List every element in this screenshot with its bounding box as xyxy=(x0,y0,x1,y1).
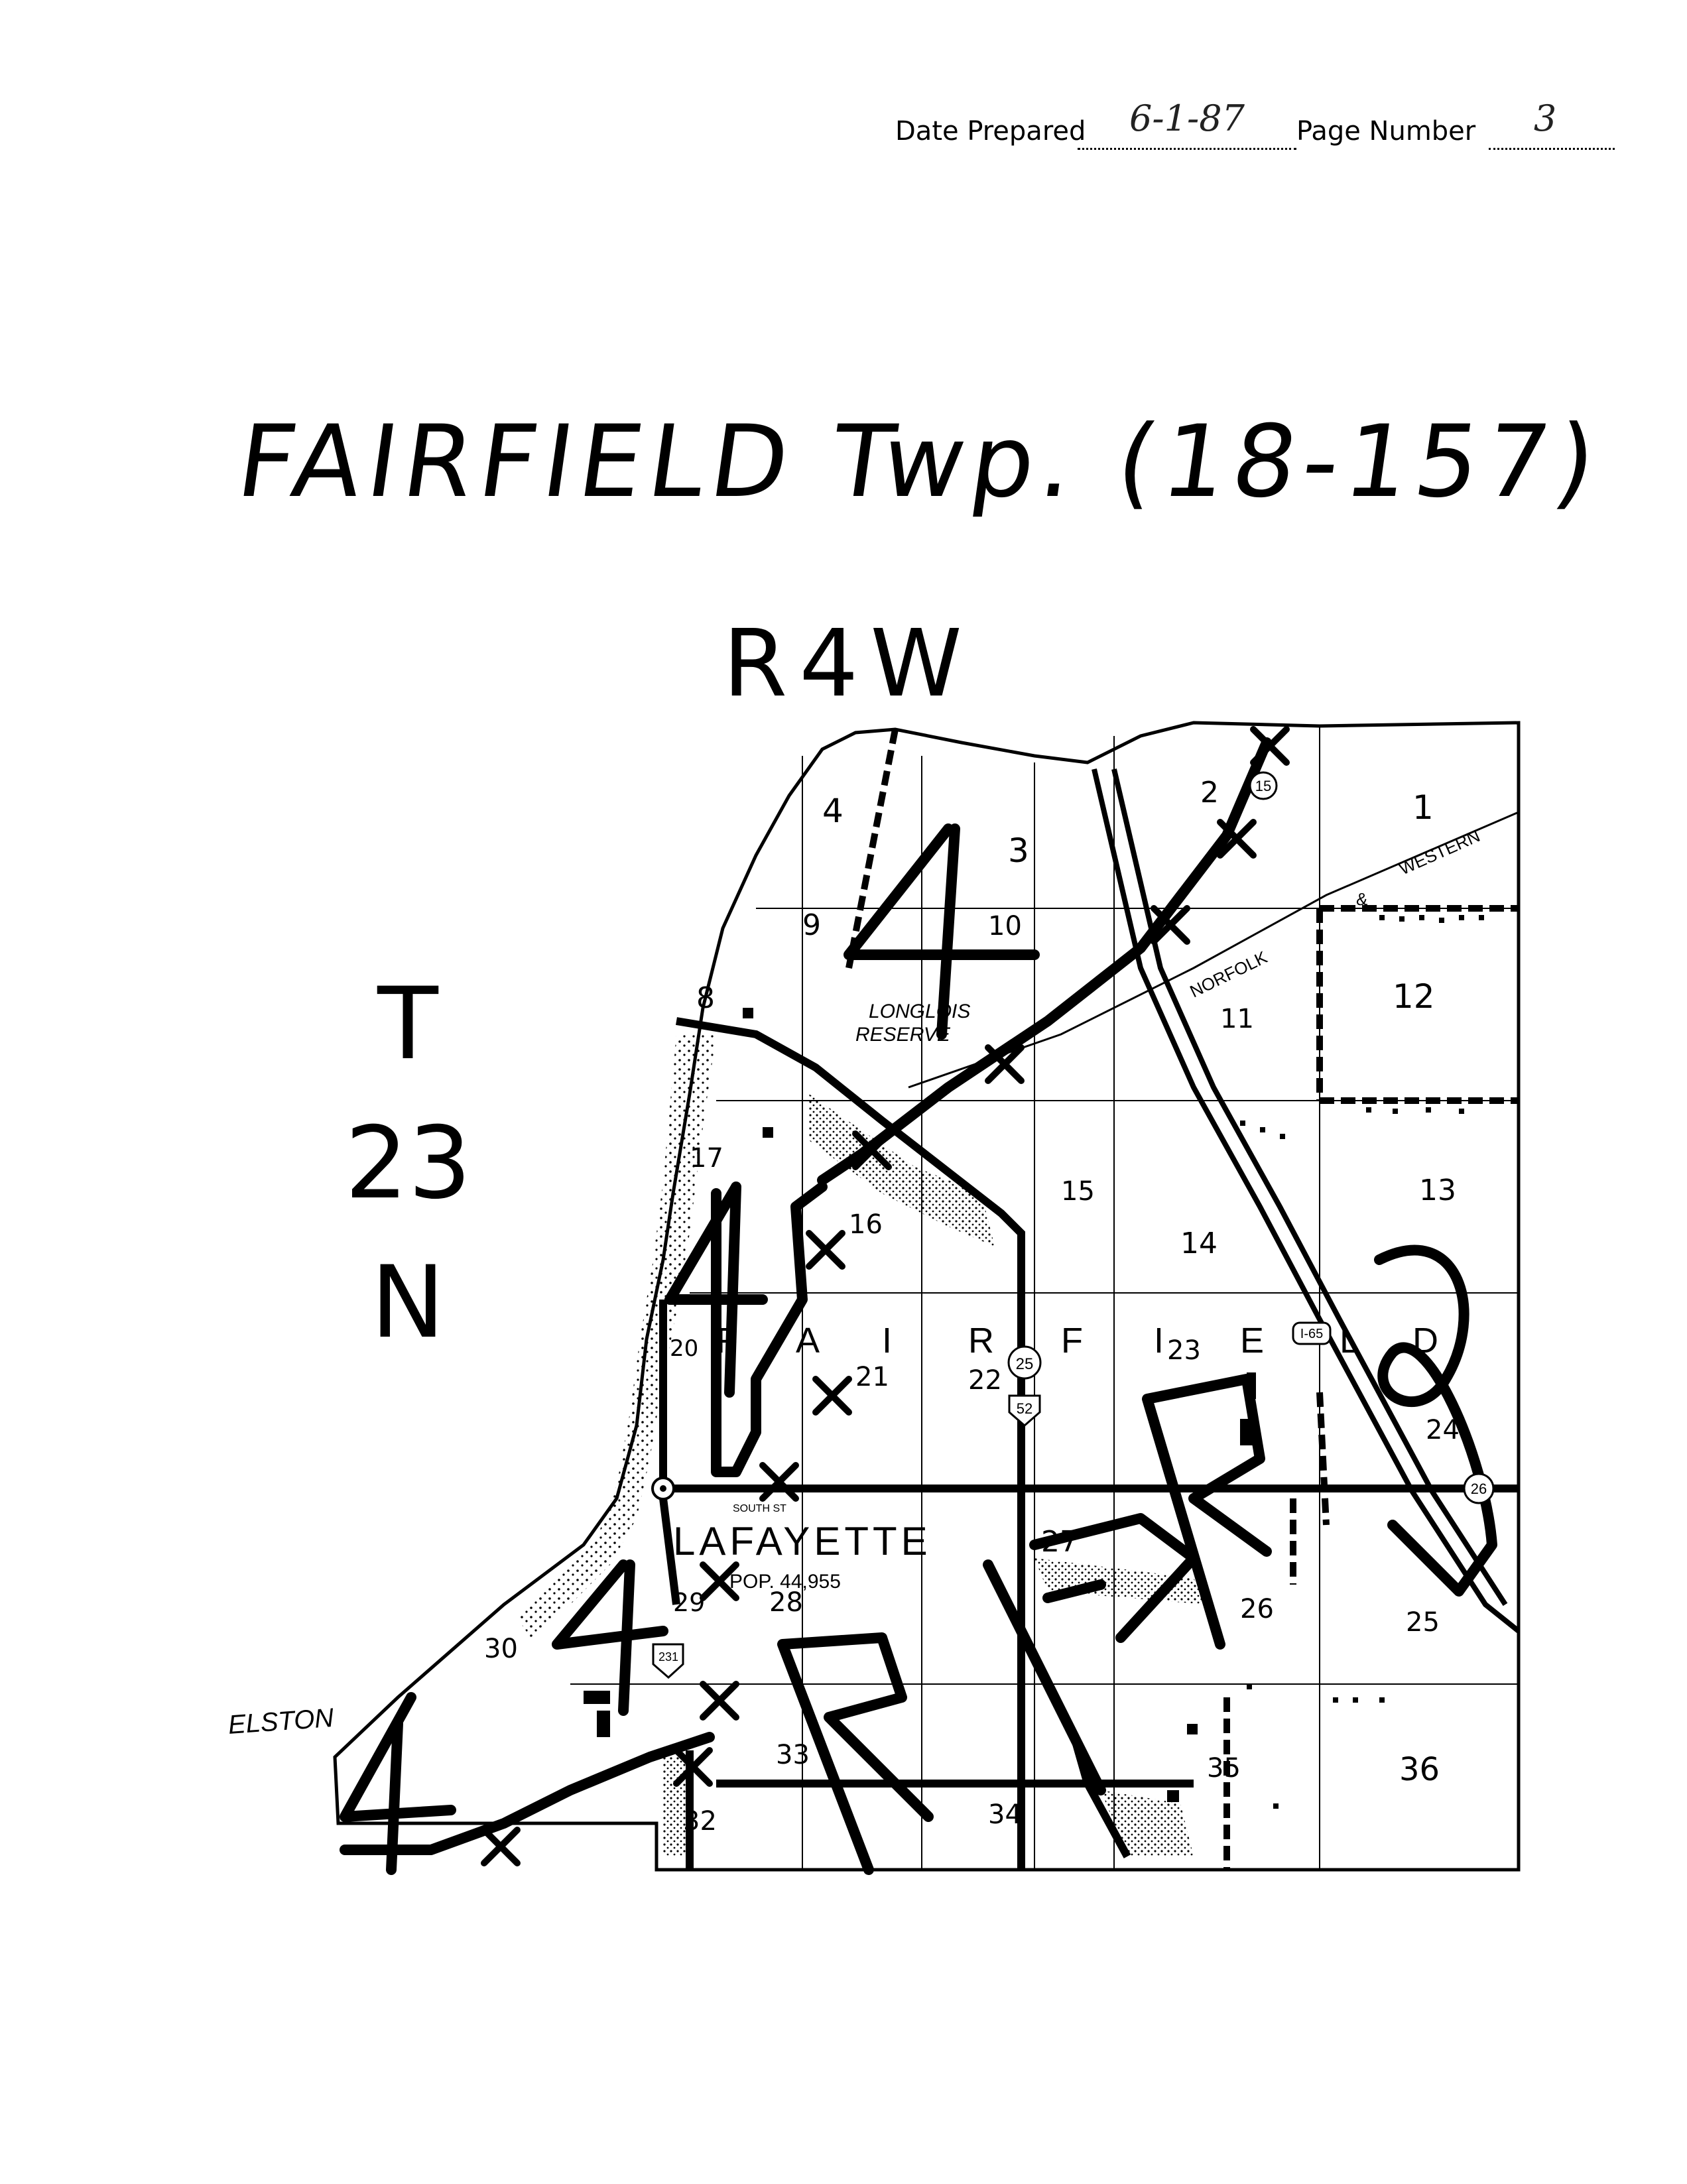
page-number-value: 3 xyxy=(1533,97,1557,139)
section-numbers: 1 2 3 4 8 9 10 11 12 13 14 15 16 17 20 2… xyxy=(484,776,1460,1837)
section-23: 23 xyxy=(1167,1335,1201,1366)
route-231-label: 231 xyxy=(658,1650,678,1664)
section-27: 27 xyxy=(1041,1525,1078,1559)
section-13: 13 xyxy=(1419,1174,1456,1207)
township-letter-d: D xyxy=(1412,1321,1438,1361)
section-28: 28 xyxy=(769,1587,803,1618)
lowland-stipple-3 xyxy=(663,1757,690,1856)
handwritten-marks xyxy=(340,737,1497,1875)
township-letter-e: E xyxy=(1240,1321,1264,1361)
date-underline xyxy=(1078,148,1296,150)
route-231-shield xyxy=(652,1643,684,1679)
x-marks xyxy=(481,726,1290,1866)
county-roads xyxy=(845,729,1519,1870)
township-boundary xyxy=(333,721,1521,1872)
state-roads xyxy=(659,1017,1519,1870)
interstate-65-shield xyxy=(1292,1321,1332,1345)
route-25-label: 25 xyxy=(1016,1355,1034,1373)
city-name-lafayette: LAFAYETTE xyxy=(673,1519,932,1563)
page-number-label: Page Number xyxy=(1296,116,1476,147)
street-name-south-st: SOUTH ST xyxy=(733,1503,786,1514)
township-letter-f2: F xyxy=(1061,1321,1083,1361)
township-letter-i2: I xyxy=(1154,1321,1164,1361)
section-30: 30 xyxy=(484,1634,518,1664)
section-10: 10 xyxy=(988,911,1022,941)
form-header: Date Prepared 6-1-87 Page Number 3 xyxy=(895,97,1625,156)
section-2: 2 xyxy=(1200,776,1219,810)
section-1: 1 xyxy=(1412,788,1434,827)
preserve-name-line1: LONGLOIS xyxy=(869,1001,970,1022)
township-t-label: T xyxy=(377,967,438,1082)
section-12: 12 xyxy=(1393,977,1435,1016)
section-36: 36 xyxy=(1399,1751,1440,1788)
place-name-elston: ELSTON xyxy=(227,1703,335,1740)
section-14: 14 xyxy=(1180,1227,1218,1260)
section-35: 35 xyxy=(1207,1753,1241,1784)
township-number-label: 23 xyxy=(345,1106,471,1221)
section-33: 33 xyxy=(776,1740,810,1770)
section-22: 22 xyxy=(968,1365,1002,1396)
route-15-label: 15 xyxy=(1255,778,1271,794)
route-15-shield xyxy=(1249,771,1278,800)
river-bluff-stipple xyxy=(517,1034,716,1638)
section-24: 24 xyxy=(1426,1415,1460,1445)
section-16: 16 xyxy=(849,1209,883,1240)
section-20: 20 xyxy=(670,1335,698,1362)
railroad-name-norfolk: NORFOLK xyxy=(1186,947,1271,1001)
lowland-stipple-2 xyxy=(1101,1790,1194,1856)
section-9: 9 xyxy=(802,908,821,942)
township-letter-l: L xyxy=(1340,1321,1359,1361)
section-32: 32 xyxy=(683,1806,717,1837)
section-29: 29 xyxy=(673,1588,705,1617)
building-dots xyxy=(584,915,1484,1809)
section-17: 17 xyxy=(690,1143,723,1174)
interstate-65-label: I-65 xyxy=(1300,1327,1323,1341)
township-letter-i1: I xyxy=(882,1321,892,1361)
section-34: 34 xyxy=(988,1799,1022,1830)
preserve-name-line2: RESERVE xyxy=(855,1024,951,1046)
range-label: R4W xyxy=(723,610,974,718)
section-25: 25 xyxy=(1406,1607,1440,1638)
section-15: 15 xyxy=(1061,1176,1095,1207)
route-shields xyxy=(652,771,1495,1679)
railroad-name-amp: & xyxy=(1356,889,1367,909)
section-11: 11 xyxy=(1220,1004,1254,1034)
section-8: 8 xyxy=(696,981,715,1015)
township-letter-f1: F xyxy=(716,1321,738,1361)
section-21: 21 xyxy=(855,1362,889,1392)
township-name-letters: F A I R F I E L D xyxy=(716,1321,1438,1361)
railroad-name-western: WESTERN xyxy=(1396,825,1483,879)
route-26-shield xyxy=(1463,1473,1495,1504)
city-population: POP. 44,955 xyxy=(729,1571,841,1593)
route-26-label: 26 xyxy=(1471,1481,1487,1497)
date-prepared-value: 6-1-87 xyxy=(1129,97,1245,139)
township-n-label: N xyxy=(370,1245,446,1361)
route-25-shield xyxy=(1007,1345,1042,1380)
township-letter-r: R xyxy=(968,1321,994,1361)
route-52-label: 52 xyxy=(1017,1400,1032,1417)
route-52-shield xyxy=(1008,1394,1041,1427)
date-prepared-label: Date Prepared xyxy=(895,116,1086,147)
page-underline xyxy=(1489,148,1615,150)
township-letter-a: A xyxy=(796,1321,820,1361)
section-26: 26 xyxy=(1240,1594,1274,1624)
section-3: 3 xyxy=(1008,831,1029,870)
section-4: 4 xyxy=(822,792,844,830)
